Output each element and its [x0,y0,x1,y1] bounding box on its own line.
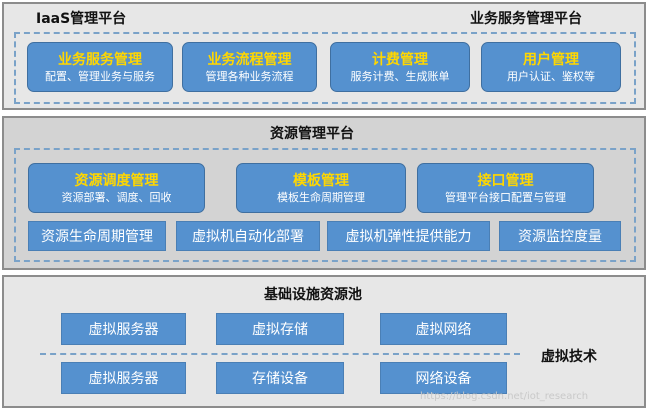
infrastructure-title: 基础设施资源池 [264,287,362,303]
business-dashed-frame [14,32,636,104]
business-process-box: 业务流程管理 管理各种业务流程 [182,42,317,92]
network-device-box: 网络设备 [380,362,507,394]
resource-dashed-frame [14,148,636,262]
virtual-storage-box: 虚拟存储 [216,313,344,345]
box-title: 业务流程管理 [207,51,292,68]
resource-monitoring-box: 资源监控度量 [499,221,621,251]
box-title: 计费管理 [372,51,428,68]
vm-auto-deploy-box: 虚拟机自动化部署 [176,221,320,251]
box-title: 模板管理 [293,172,349,189]
box-title: 接口管理 [477,172,534,189]
resource-scheduling-box: 资源调度管理 资源部署、调度、回收 [28,163,205,213]
virtual-network-box: 虚拟网络 [380,313,507,345]
interface-management-box: 接口管理 管理平台接口配置与管理 [417,163,594,213]
billing-box: 计费管理 服务计费、生成账单 [330,42,470,92]
box-desc: 配置、管理业务与服务 [45,69,155,83]
box-desc: 服务计费、生成账单 [350,69,450,83]
box-title: 用户管理 [523,51,579,68]
business-platform-title: 业务服务管理平台 [470,11,582,27]
vm-elastic-box: 虚拟机弹性提供能力 [327,221,490,251]
storage-device-box: 存储设备 [216,362,344,394]
resource-platform-title: 资源管理平台 [270,126,354,142]
virtualization-dashed-line [40,353,520,355]
user-management-box: 用户管理 用户认证、鉴权等 [481,42,621,92]
box-desc: 用户认证、鉴权等 [507,69,595,83]
watermark-url: https://blog.csdn.net/iot_research [420,391,589,402]
template-management-box: 模板管理 模板生命周期管理 [236,163,406,213]
box-desc: 管理平台接口配置与管理 [445,190,566,204]
iaas-platform-title: IaaS管理平台 [36,11,127,27]
virtual-server-box: 虚拟服务器 [61,313,186,345]
box-desc: 资源部署、调度、回收 [61,190,172,204]
box-title: 资源调度管理 [74,172,159,189]
business-service-box: 业务服务管理 配置、管理业务与服务 [27,42,173,92]
physical-server-box: 虚拟服务器 [61,362,186,394]
box-desc: 模板生命周期管理 [277,190,365,204]
box-desc: 管理各种业务流程 [205,69,294,83]
virtualization-label: 虚拟技术 [541,349,597,365]
box-title: 业务服务管理 [58,51,142,68]
lifecycle-management-box: 资源生命周期管理 [28,221,166,251]
